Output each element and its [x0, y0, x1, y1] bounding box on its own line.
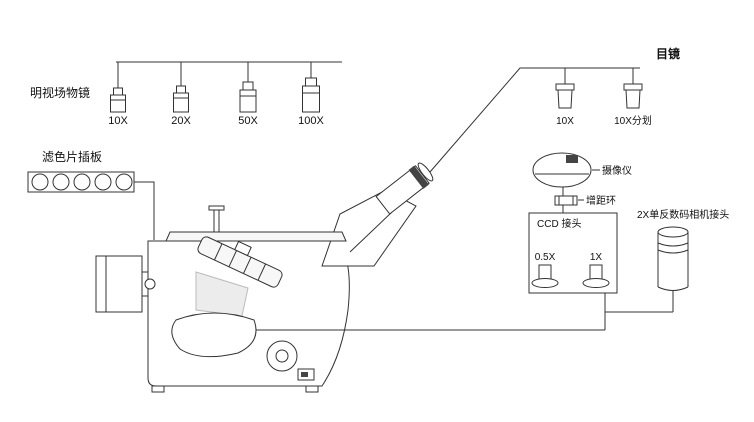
- power-switch-toggle: [301, 372, 308, 377]
- filter-hole: [115, 173, 133, 191]
- eyepiece-bracket-line: [429, 67, 640, 173]
- extension-ring-label: 增距环: [586, 194, 616, 207]
- stage-plate: [165, 231, 347, 242]
- filter-hole: [73, 173, 91, 191]
- extension-ring-drawing: [554, 195, 578, 206]
- slr-adapter-drawing: [657, 226, 689, 291]
- objective-50x-drawing: [239, 81, 257, 113]
- eyepiece-10x-label: 10X: [556, 116, 574, 127]
- objective-50x-label: 50X: [238, 115, 258, 127]
- filter-hole: [31, 173, 49, 191]
- microscope-body: [95, 162, 434, 393]
- front-cover: [171, 312, 257, 358]
- objective-100x-drawing: [302, 77, 320, 113]
- foot: [151, 385, 165, 393]
- lamp-house-knob: [144, 278, 156, 290]
- objective-20x-drawing: [173, 85, 189, 113]
- ccd-label: CCD 接头: [537, 217, 581, 230]
- adapter-05x-label: 0.5X: [535, 252, 556, 263]
- slr-adapter-label: 2X单反数码相机接头: [637, 208, 729, 221]
- objective-10x-label: 10X: [108, 115, 128, 127]
- camera-group: 摄像仪 增距环 CCD 接头 0.5X 1X 2X单反数码相机接头: [256, 152, 729, 331]
- objectives-group: 明视场物镜 10X 20X 50X 100X: [30, 61, 342, 127]
- eyepiece-group: 目镜 10X 10X分划: [429, 46, 680, 173]
- eyepiece-group-label: 目镜: [656, 46, 680, 61]
- eyepiece-10x-reticle-drawing: [623, 83, 643, 109]
- filter-hole: [52, 173, 70, 191]
- objective-100x-label: 100X: [298, 115, 324, 127]
- focus-knob-center: [275, 349, 289, 363]
- eyepiece-10x-drawing: [555, 83, 575, 109]
- filter-group: 滤色片插板: [27, 150, 155, 240]
- stage-pillar: [213, 209, 220, 233]
- filter-hole: [94, 173, 112, 191]
- camera-label: 摄像仪: [602, 164, 632, 177]
- adapter-1x-label: 1X: [590, 252, 603, 263]
- objectives-group-label: 明视场物镜: [30, 85, 90, 100]
- camera-drawing: [532, 152, 592, 188]
- head-detail-line: [349, 211, 393, 253]
- filter-leader-line: [134, 181, 155, 240]
- adapter-1x-drawing: [582, 264, 610, 288]
- eyepiece-10x-reticle-label: 10X分划: [614, 114, 652, 127]
- eyepiece-tube: [375, 162, 434, 215]
- ccd-adapter-box: [528, 212, 618, 294]
- lamp-house: [95, 255, 143, 313]
- objective-20x-label: 20X: [171, 115, 191, 127]
- camera-detail-block: [566, 155, 578, 163]
- adapter-05x-drawing: [531, 264, 559, 288]
- nosepiece-turret: [197, 236, 283, 288]
- filter-group-label: 滤色片插板: [42, 150, 102, 164]
- objective-10x-drawing: [110, 87, 126, 113]
- stage-clip: [208, 205, 225, 211]
- foot: [305, 385, 319, 393]
